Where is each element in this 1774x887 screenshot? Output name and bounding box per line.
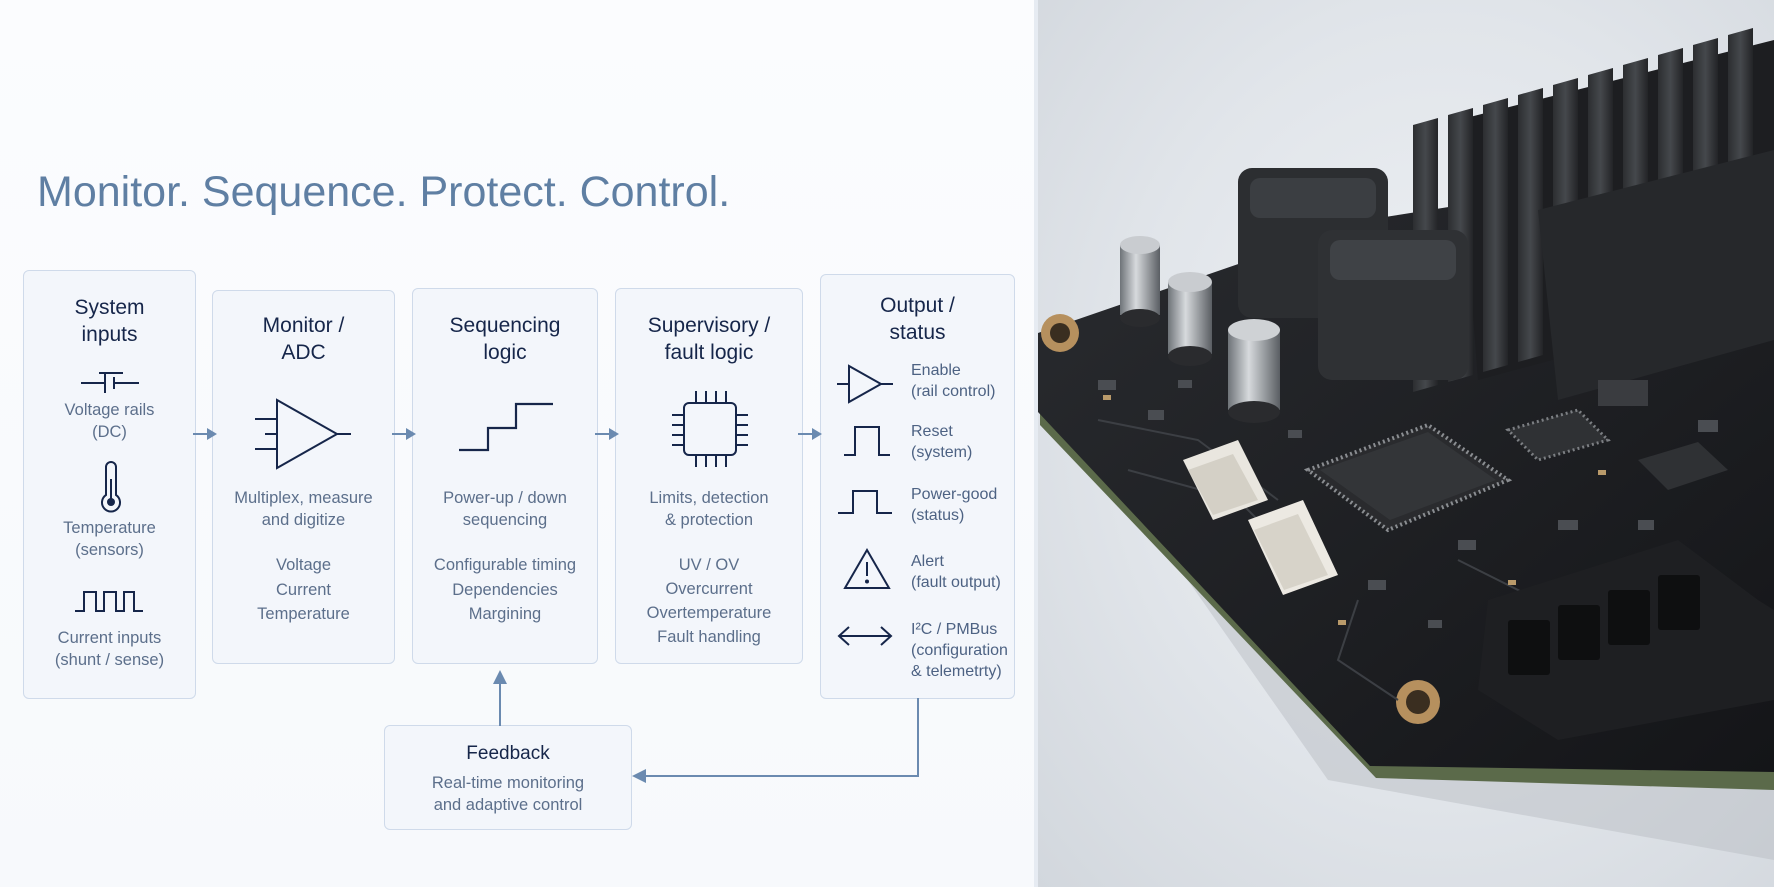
block-title: Output / status (821, 292, 1014, 346)
item-label: Alert (911, 553, 944, 570)
item-label: I²C / PMBus (911, 621, 998, 638)
dc-voltage-icon (79, 371, 141, 395)
bidirectional-arrow-icon (837, 624, 893, 648)
circuit-board-photo (1038, 0, 1774, 887)
block-monitor-adc: Monitor / ADC Multiplex, measure and dig… (212, 290, 395, 664)
pulse-train-icon (74, 589, 144, 613)
item-label: (rail control) (911, 383, 996, 400)
list-item: Temperature (257, 605, 350, 623)
block-title-line: System (74, 296, 145, 319)
list-item: Fault handling (657, 628, 761, 646)
item-label: & telemetrty) (911, 663, 1002, 680)
block-title-line: inputs (81, 323, 138, 346)
item-label: (fault output) (911, 574, 1001, 591)
block-description: & protection (664, 511, 754, 529)
list-item: UV / OV (678, 556, 740, 574)
list-item: Configurable timing (433, 556, 577, 574)
item-label: Reset (911, 423, 953, 440)
list-item: Dependencies (452, 580, 558, 599)
feedback-loop-arrow (630, 698, 924, 788)
item-label: (sensors) (75, 541, 144, 559)
feedback-to-sequencing-arrow (490, 668, 510, 726)
item-label: (status) (911, 507, 965, 524)
buffer-icon (837, 363, 893, 405)
block-description: Multiplex, measure (234, 489, 373, 507)
item-label: (system) (911, 444, 973, 461)
block-description: Real-time monitoring (431, 774, 585, 792)
block-title: Feedback (466, 743, 550, 764)
item-label: Current inputs (57, 629, 162, 647)
block-title-line: Sequencing (449, 314, 561, 337)
block-title: System inputs (24, 294, 195, 348)
thermometer-icon (96, 461, 126, 513)
block-title-line: ADC (281, 341, 326, 364)
block-description: and adaptive control (433, 796, 583, 814)
block-feedback: Feedback Real-time monitoring and adapti… (384, 725, 632, 830)
item-label: Power-good (911, 486, 998, 503)
list-item: Current (275, 580, 332, 599)
list-item: Margining (468, 605, 542, 623)
block-description: and digitize (261, 511, 346, 529)
block-title-line: status (889, 321, 946, 344)
item-label: Enable (911, 362, 961, 379)
pulse-icon (843, 425, 891, 457)
item-label: Temperature (63, 519, 156, 537)
chip-icon (670, 389, 750, 469)
list-item: Overcurrent (665, 580, 753, 598)
block-sequencing-logic: Sequencing logic Power-up / down sequenc… (412, 288, 598, 664)
amplifier-icon (255, 397, 351, 471)
block-title-line: logic (483, 341, 527, 364)
flow-arrow-sequencing-to-supervisory (595, 425, 621, 443)
item-label: Voltage rails (64, 401, 155, 419)
item-label: (configuration (911, 642, 1008, 659)
block-title-line: Supervisory / (647, 314, 771, 337)
block-description: Limits, detection (649, 489, 769, 507)
staircase-icon (458, 401, 554, 453)
block-supervisory-fault-logic: Supervisory / fault logic Limits, detect… (615, 288, 803, 664)
page-title: Monitor. Sequence. Protect. Control. (37, 168, 731, 216)
flow-arrow-inputs-to-monitor (193, 425, 219, 443)
block-description: Power-up / down (443, 489, 567, 507)
block-output-status: Output / status Enable (rail control) Re… (820, 274, 1015, 699)
block-title-line: fault logic (664, 341, 754, 364)
pulse-icon (837, 489, 893, 515)
item-label: (shunt / sense) (54, 651, 165, 669)
diagram-panel: Monitor. Sequence. Protect. Control. Sys… (0, 0, 1034, 887)
block-title: Monitor / ADC (213, 312, 394, 366)
flow-arrow-monitor-to-sequencing (392, 425, 418, 443)
block-description: sequencing (462, 511, 548, 529)
block-title: Sequencing logic (413, 312, 597, 366)
warning-triangle-icon (843, 548, 891, 590)
block-title-line: Output / (880, 294, 955, 317)
block-system-inputs: System inputs Voltage rails (DC) Tempera… (23, 270, 196, 699)
item-label: (DC) (92, 423, 127, 441)
flow-arrow-supervisory-to-output (798, 425, 824, 443)
block-title: Supervisory / fault logic (616, 312, 802, 366)
block-title-line: Monitor / (262, 314, 345, 337)
panel-divider (1034, 0, 1038, 887)
list-item: Overtemperature (646, 604, 772, 622)
pcb-illustration (1038, 0, 1774, 887)
list-item: Voltage (275, 556, 332, 574)
